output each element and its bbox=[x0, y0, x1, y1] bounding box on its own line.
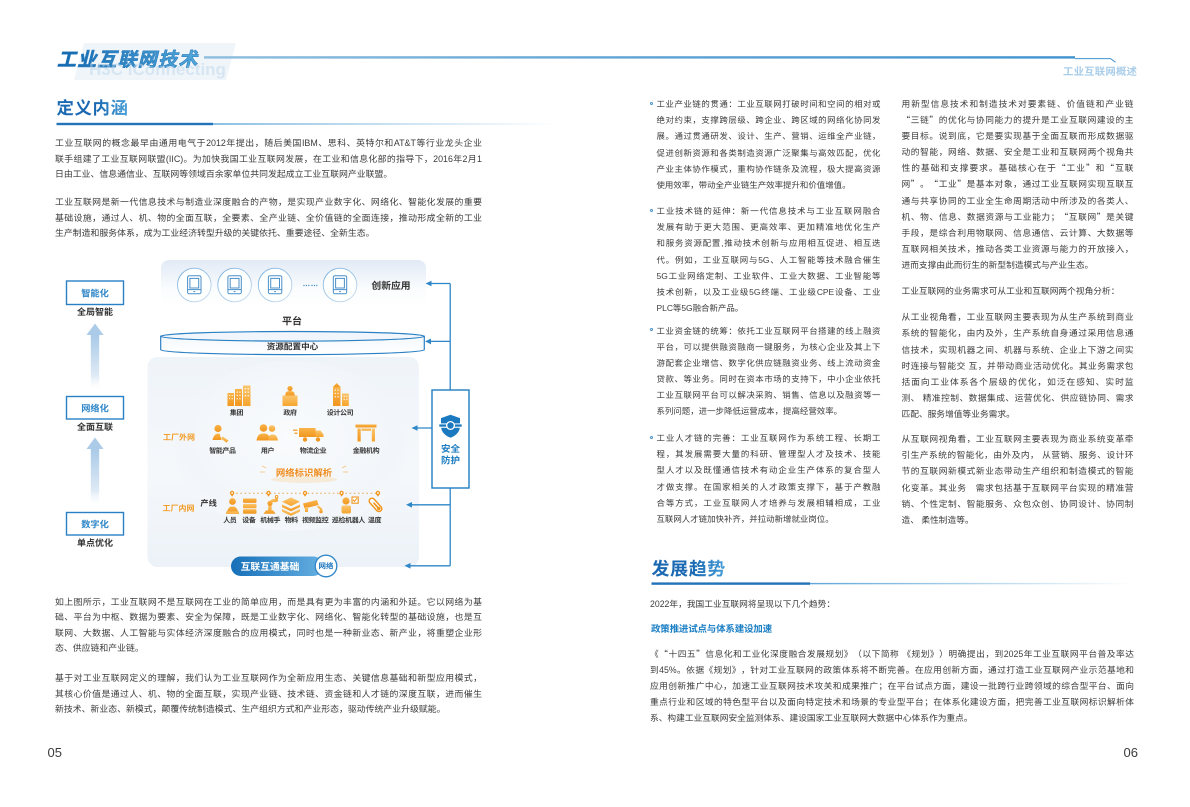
svg-text:网络: 网络 bbox=[319, 561, 334, 572]
svg-text:金融机构: 金融机构 bbox=[353, 446, 380, 456]
svg-text:人员: 人员 bbox=[223, 515, 237, 525]
svg-text:互联互通基础: 互联互通基础 bbox=[241, 559, 300, 573]
svg-text:创新应用: 创新应用 bbox=[371, 278, 410, 292]
svg-text:平台: 平台 bbox=[282, 313, 302, 328]
svg-text:安全: 安全 bbox=[441, 441, 461, 455]
svg-text:政府: 政府 bbox=[283, 408, 297, 418]
svg-text:单点优化: 单点优化 bbox=[77, 536, 113, 549]
svg-text:设计公司: 设计公司 bbox=[327, 408, 354, 418]
svg-text:巡检机器人: 巡检机器人 bbox=[332, 515, 365, 525]
svg-text:数字化: 数字化 bbox=[81, 516, 109, 530]
svg-text:产线: 产线 bbox=[200, 497, 216, 509]
svg-text:用户: 用户 bbox=[261, 446, 275, 456]
svg-text:全面互联: 全面互联 bbox=[77, 420, 113, 433]
svg-text:智能产品: 智能产品 bbox=[209, 446, 236, 456]
svg-text:资源配置中心: 资源配置中心 bbox=[267, 340, 319, 352]
svg-text:集团: 集团 bbox=[230, 408, 244, 418]
svg-text:温度: 温度 bbox=[368, 515, 382, 525]
svg-text:智能化: 智能化 bbox=[81, 285, 109, 299]
svg-text:物流企业: 物流企业 bbox=[300, 446, 327, 456]
svg-text:物料: 物料 bbox=[285, 515, 299, 525]
svg-text:机械手: 机械手 bbox=[260, 515, 280, 525]
svg-text:工厂外网: 工厂外网 bbox=[163, 432, 195, 443]
svg-text:网络化: 网络化 bbox=[81, 400, 109, 414]
svg-text:网络标识解析: 网络标识解析 bbox=[276, 465, 333, 479]
svg-text:全局智能: 全局智能 bbox=[77, 305, 113, 318]
svg-text:工厂内网: 工厂内网 bbox=[163, 503, 195, 514]
svg-text:设备: 设备 bbox=[242, 515, 256, 525]
svg-text:视频监控: 视频监控 bbox=[302, 515, 329, 525]
svg-text:防护: 防护 bbox=[441, 453, 460, 467]
